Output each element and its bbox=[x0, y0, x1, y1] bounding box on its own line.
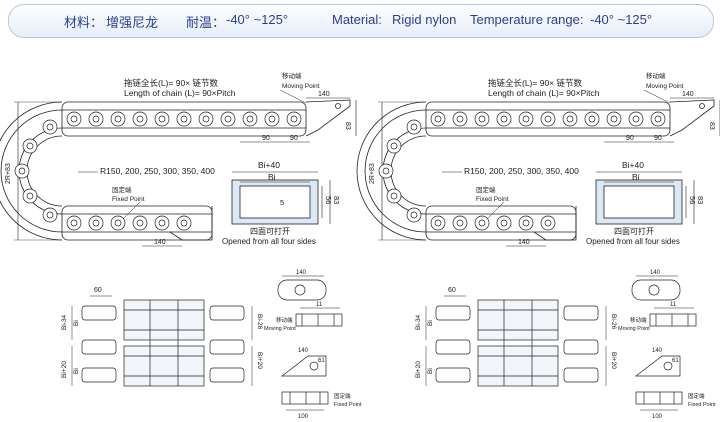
pitch-label-2: 90 bbox=[290, 135, 298, 142]
fixed-end-length-label-right: 140 bbox=[518, 239, 530, 246]
bracket-dim-11-right: 11 bbox=[670, 302, 677, 308]
radius-label: R150, 200, 250, 300, 350, 400 bbox=[100, 166, 215, 176]
bend-height-label: 2R+83 bbox=[5, 163, 12, 184]
bottom-bi20-label-right-side: Bi+20 bbox=[415, 361, 422, 378]
bottom-bi26-label-right: Bi-26 bbox=[610, 314, 617, 330]
bracket-fixed-cn-right: 固定端 bbox=[688, 392, 705, 400]
pitch-label-right-1: 90 bbox=[626, 135, 634, 142]
fixed-point-cn-label: 固定端 bbox=[112, 185, 132, 194]
bracket-moving-en-right: Moving Point bbox=[618, 326, 650, 332]
bottom-bi-label-right-2: Bi bbox=[427, 368, 434, 374]
pitch-label-right-2: 90 bbox=[654, 135, 662, 142]
bracket-dim-140-lower-right: 140 bbox=[652, 348, 663, 354]
bottom-bi-label: Bi bbox=[73, 320, 80, 326]
chain-length-cn-label-right: 拖链全长(L)= 90× 链节数 bbox=[488, 78, 582, 88]
material-en-label: Material: bbox=[332, 12, 382, 27]
end-height-label: 83 bbox=[344, 122, 351, 130]
temperature-en-value: -40° ~125° bbox=[590, 12, 653, 27]
radius-label-right: R150, 200, 250, 300, 350, 400 bbox=[464, 166, 579, 176]
chain-length-cn-label: 拖链全长(L)= 90× 链节数 bbox=[124, 78, 218, 88]
bottom-bi20-label: Bi+20 bbox=[61, 361, 68, 378]
fixed-point-en-label: Fixed Point bbox=[112, 196, 145, 203]
end-length-label: 140 bbox=[318, 91, 330, 98]
bottom-bi34-label: Bi-34 bbox=[61, 314, 68, 330]
moving-point-cn-label-right: 移动端 bbox=[646, 71, 666, 80]
section-bi40-label: Bi+40 bbox=[258, 160, 280, 170]
header-bar bbox=[8, 4, 714, 38]
bottom-bi-label-2: Bi bbox=[73, 368, 80, 374]
pitch-label-1: 90 bbox=[262, 135, 270, 142]
end-length-label-right: 140 bbox=[682, 91, 694, 98]
fixed-end-length-label: 140 bbox=[154, 239, 166, 246]
material-cn-value: 增强尼龙 bbox=[106, 15, 159, 30]
bracket-dim-100-right: 100 bbox=[652, 414, 663, 420]
section-dim-56: 56 bbox=[324, 196, 333, 204]
bracket-moving-en: Moving Point bbox=[264, 326, 296, 332]
opened-cn-label: 四面可打开 bbox=[250, 226, 290, 236]
temperature-cn-label: 耐温： bbox=[186, 15, 226, 30]
moving-point-cn-label: 移动端 bbox=[282, 71, 302, 80]
bracket-dim-61: 61 bbox=[318, 358, 325, 364]
bottom-assembly-left bbox=[71, 275, 343, 411]
bracket-dim-140-right: 140 bbox=[650, 270, 661, 276]
chain-length-en-label: Length of chain (L)= 90×Pitch bbox=[124, 88, 236, 98]
bottom-bi20-label-far-right: Bi+20 bbox=[610, 352, 617, 369]
section-bi-label: Bi bbox=[268, 172, 276, 182]
end-height-label-right: 83 bbox=[708, 122, 715, 130]
opened-en-label: Opened from all four sides bbox=[222, 237, 316, 246]
bracket-dim-140: 140 bbox=[296, 270, 307, 276]
chain-length-en-label-right: Length of chain (L)= 90×Pitch bbox=[488, 88, 600, 98]
bottom-bi-label-right: Bi bbox=[427, 320, 434, 326]
bottom-dim-60: 60 bbox=[94, 287, 102, 294]
material-cn-label: 材料： bbox=[64, 15, 104, 30]
temperature-cn-value: -40° ~125° bbox=[226, 12, 289, 27]
section-dim-56-right: 56 bbox=[688, 196, 697, 204]
bottom-bi34-label-right: Bi-34 bbox=[415, 314, 422, 330]
bracket-dim-100: 100 bbox=[298, 414, 309, 420]
moving-point-en-label: Moving Point bbox=[282, 83, 320, 90]
section-bi-label-right: Bi bbox=[632, 172, 640, 182]
section-dim-83: 83 bbox=[332, 196, 341, 204]
bracket-dim-140-lower: 140 bbox=[298, 348, 309, 354]
section-bi40-label-right: Bi+40 bbox=[622, 160, 644, 170]
bracket-moving-cn: 移动端 bbox=[276, 316, 293, 324]
bend-height-label-right: 2R+83 bbox=[369, 163, 376, 184]
fixed-point-en-label-right: Fixed Point bbox=[476, 196, 509, 203]
section-dim-5: 5 bbox=[280, 198, 284, 207]
bracket-fixed-cn: 固定端 bbox=[334, 392, 351, 400]
bracket-fixed-en: Fixed Point bbox=[334, 402, 362, 408]
bracket-dim-61-right: 61 bbox=[672, 358, 679, 364]
bottom-assembly-right bbox=[425, 275, 697, 411]
moving-point-en-label-right: Moving Point bbox=[646, 83, 684, 90]
bracket-dim-11: 11 bbox=[316, 302, 323, 308]
fixed-point-cn-label-right: 固定端 bbox=[476, 185, 496, 194]
bottom-bi26-label: Bi-26 bbox=[256, 314, 263, 330]
section-dim-83-right: 83 bbox=[696, 196, 705, 204]
bracket-moving-cn-right: 移动端 bbox=[630, 316, 647, 324]
bottom-bi20-label-right: Bi+20 bbox=[256, 352, 263, 369]
bottom-dim-60-right: 60 bbox=[448, 287, 456, 294]
opened-cn-label-right: 四面可打开 bbox=[614, 226, 654, 236]
opened-en-label-right: Opened from all four sides bbox=[586, 237, 680, 246]
bracket-fixed-en-right: Fixed Point bbox=[688, 402, 716, 408]
material-en-value: Rigid nylon bbox=[392, 12, 457, 27]
temperature-en-label: Temperature range: bbox=[470, 12, 584, 27]
